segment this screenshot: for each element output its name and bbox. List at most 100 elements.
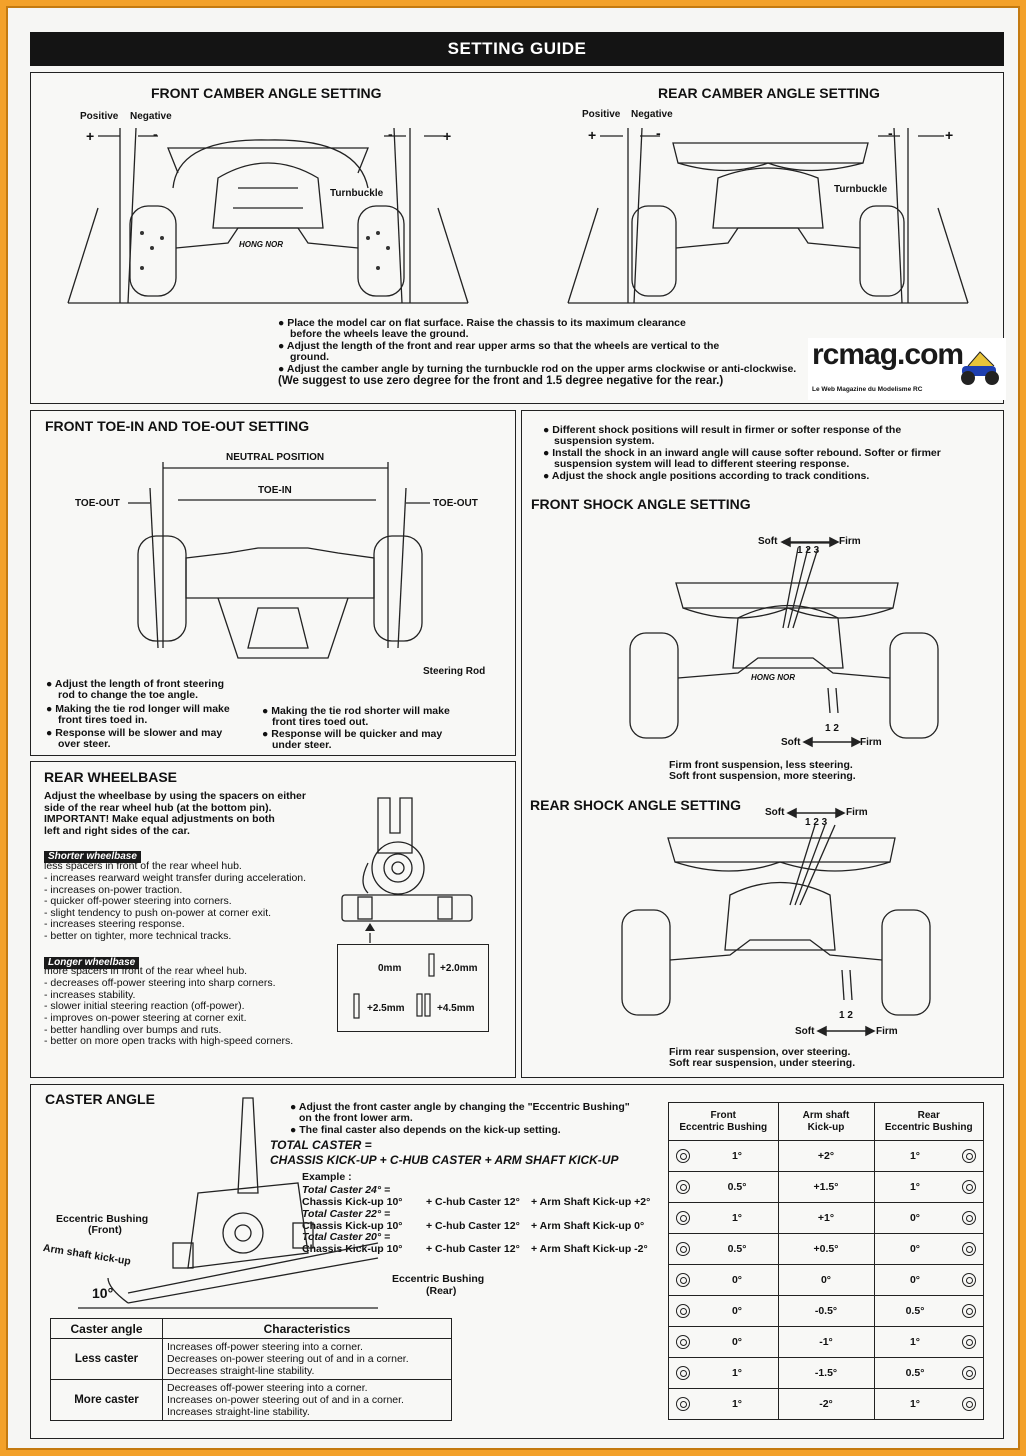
toe-out-left-label: TOE-OUT xyxy=(75,498,120,509)
rcmag-logo: rcmag.com Le Web Magazine du Modelisme R… xyxy=(808,338,1006,400)
camber-bullet-2: ● Adjust the length of the front and rea… xyxy=(278,340,720,352)
shock-section xyxy=(521,410,1004,1078)
short-item-5: - slight tendency to push on-power at co… xyxy=(44,907,272,919)
front-shock-title: FRONT SHOCK ANGLE SETTING xyxy=(531,496,751,512)
short-item-1: less spacers in front of the rear wheel … xyxy=(44,860,242,872)
th-arm-1: Arm shaft xyxy=(802,1109,850,1121)
rear-shock-soft-top: Soft xyxy=(765,807,785,818)
toe-bullet-1b: rod to change the toe angle. xyxy=(58,689,199,701)
front-camber-diagram xyxy=(67,127,469,304)
front-bushing-value: 0.5° xyxy=(696,1233,779,1265)
rear-shock-nums-top: 1 2 3 xyxy=(805,817,828,828)
caster-table-row: 0.5°+0.5°0° xyxy=(668,1233,984,1265)
example-2-chub: + C-hub Caster 12° xyxy=(426,1220,520,1232)
front-bushing-value: 0.5° xyxy=(696,1171,779,1203)
shock-bullet-3: ● Adjust the shock angle positions accor… xyxy=(543,470,870,482)
logo-subtitle: Le Web Magazine du Modelisme RC xyxy=(812,386,923,393)
caster-formula-2: CHASSIS KICK-UP + C-HUB CASTER + ARM SHA… xyxy=(270,1153,619,1167)
arm-kick-value: 0° xyxy=(777,1264,875,1296)
rear-camber-diagram xyxy=(567,127,969,304)
toe-bullet-2b: front tires toed in. xyxy=(58,714,148,726)
rear-shock-firm-top: Firm xyxy=(846,807,868,818)
example-2-arm: + Arm Shaft Kick-up 0° xyxy=(531,1220,645,1232)
long-item-6: - better handling over bumps and ruts. xyxy=(44,1024,222,1036)
front-bushing-value: 1° xyxy=(696,1140,779,1172)
rear-plus-right: + xyxy=(945,127,954,143)
toe-out-right-label: TOE-OUT xyxy=(433,498,478,509)
logo-car-icon xyxy=(961,351,999,385)
manual-page: SETTING GUIDE FRONT CAMBER ANGLE SETTING… xyxy=(6,6,1020,1450)
front-shock-diagram xyxy=(629,542,939,739)
short-item-6: - increases steering response. xyxy=(44,918,185,930)
camber-bullet-2b: ground. xyxy=(290,351,330,363)
front-shock-brand: HONG NOR xyxy=(751,673,795,682)
long-item-3: - increases stability. xyxy=(44,989,136,1001)
toe-bullet-3: ● Response will be slower and may xyxy=(46,727,223,739)
front-negative-label: Negative xyxy=(130,111,172,122)
shock-bullet-2: ● Install the shock in an inward angle w… xyxy=(543,447,941,459)
shock-bullet-1-text: Different shock positions will result in… xyxy=(552,424,902,436)
spacer-icons xyxy=(353,953,435,1019)
rear-bushing-icon xyxy=(955,1264,984,1296)
toe-bullet-1-text: Adjust the length of front steering xyxy=(54,678,225,690)
short-item-4: - quicker off-power steering into corner… xyxy=(44,895,232,907)
toe-title: FRONT TOE-IN AND TOE-OUT SETTING xyxy=(45,418,310,434)
steering-rod-label: Steering Rod xyxy=(423,666,486,677)
front-shock-nums-top: 1 2 3 xyxy=(797,545,820,556)
char-head-characteristics: Characteristics xyxy=(162,1318,452,1339)
caster-table-row: 0°-0.5°0.5° xyxy=(668,1295,984,1327)
front-shock-nums-bottom: 1 2 xyxy=(825,723,839,734)
th-front-1: Front xyxy=(710,1109,737,1121)
long-item-1: more spacers in front of the rear wheel … xyxy=(44,965,248,977)
example-3-kick: Chassis Kick-up 10° xyxy=(302,1243,403,1255)
rear-positive-label: Positive xyxy=(582,109,621,120)
soft-firm-arrows xyxy=(780,536,876,1037)
eb-rear-label-2: (Rear) xyxy=(426,1285,457,1297)
toe-bullet-4-text: Making the tie rod shorter will make xyxy=(271,705,450,717)
eb-front-label: Eccentric Bushing xyxy=(56,1213,149,1225)
rear-minus-left: - xyxy=(656,125,661,141)
front-shock-note-2: Soft front suspension, more steering. xyxy=(669,770,856,782)
front-plus-left: + xyxy=(86,128,95,144)
toe-bullet-3-text: Response will be slower and may xyxy=(55,727,223,739)
example-3-arm: + Arm Shaft Kick-up -2° xyxy=(531,1243,648,1255)
example-1-chub: + C-hub Caster 12° xyxy=(426,1196,520,1208)
rear-bushing-icon xyxy=(955,1295,984,1327)
example-1-arm: + Arm Shaft Kick-up +2° xyxy=(531,1196,651,1208)
front-bushing-icon xyxy=(668,1388,697,1420)
camber-bullet-3: ● Adjust the camber angle by turning the… xyxy=(278,363,797,375)
front-minus-left: - xyxy=(153,126,158,142)
wheelbase-title: REAR WHEELBASE xyxy=(44,769,178,785)
spacer-2-0mm: +2.0mm xyxy=(440,963,478,974)
rear-bushing-icon xyxy=(955,1326,984,1358)
front-bushing-value: 0° xyxy=(696,1295,779,1327)
caster-title: CASTER ANGLE xyxy=(45,1091,155,1107)
toe-neutral-label: NEUTRAL POSITION xyxy=(226,452,325,463)
caster-bullet-2-text: The final caster also depends on the kic… xyxy=(299,1124,561,1136)
caster-formula-1: TOTAL CASTER = xyxy=(270,1138,372,1152)
rear-bushing-icon xyxy=(955,1140,984,1172)
shock-bullet-2b: suspension system will lead to different… xyxy=(554,458,850,470)
arm-kick-value: -0.5° xyxy=(777,1295,875,1327)
caster-bullet-1b: on the front lower arm. xyxy=(299,1112,413,1124)
rear-bushing-value: 1° xyxy=(873,1171,956,1203)
rear-hub-diagram xyxy=(341,797,473,943)
toe-bullet-3b: over steer. xyxy=(58,738,111,750)
eb-rear-label: Eccentric Bushing xyxy=(392,1273,485,1285)
caster-table-row: 1°-1.5°0.5° xyxy=(668,1357,984,1389)
rear-bushing-value: 1° xyxy=(873,1326,956,1358)
toe-bullet-5-text: Response will be quicker and may xyxy=(271,728,443,740)
short-item-7: - better on tighter, more technical trac… xyxy=(44,930,232,942)
char-less-cell: Increases off-power steering into a corn… xyxy=(162,1338,452,1380)
th-front-2: Eccentric Bushing xyxy=(679,1121,768,1133)
shorter-wheelbase-tag: Shorter wheelbase xyxy=(44,846,141,864)
rear-shock-note-2: Soft rear suspension, under steering. xyxy=(669,1057,856,1069)
caster-diagram xyxy=(78,1097,379,1309)
toe-bullet-4b: front tires toed out. xyxy=(272,716,369,728)
example-1-kick: Chassis Kick-up 10° xyxy=(302,1196,403,1208)
front-bushing-icon xyxy=(668,1202,697,1234)
long-item-4: - slower initial steering reaction (off-… xyxy=(44,1000,245,1012)
caster-table-row: 0°0°0° xyxy=(668,1264,984,1296)
